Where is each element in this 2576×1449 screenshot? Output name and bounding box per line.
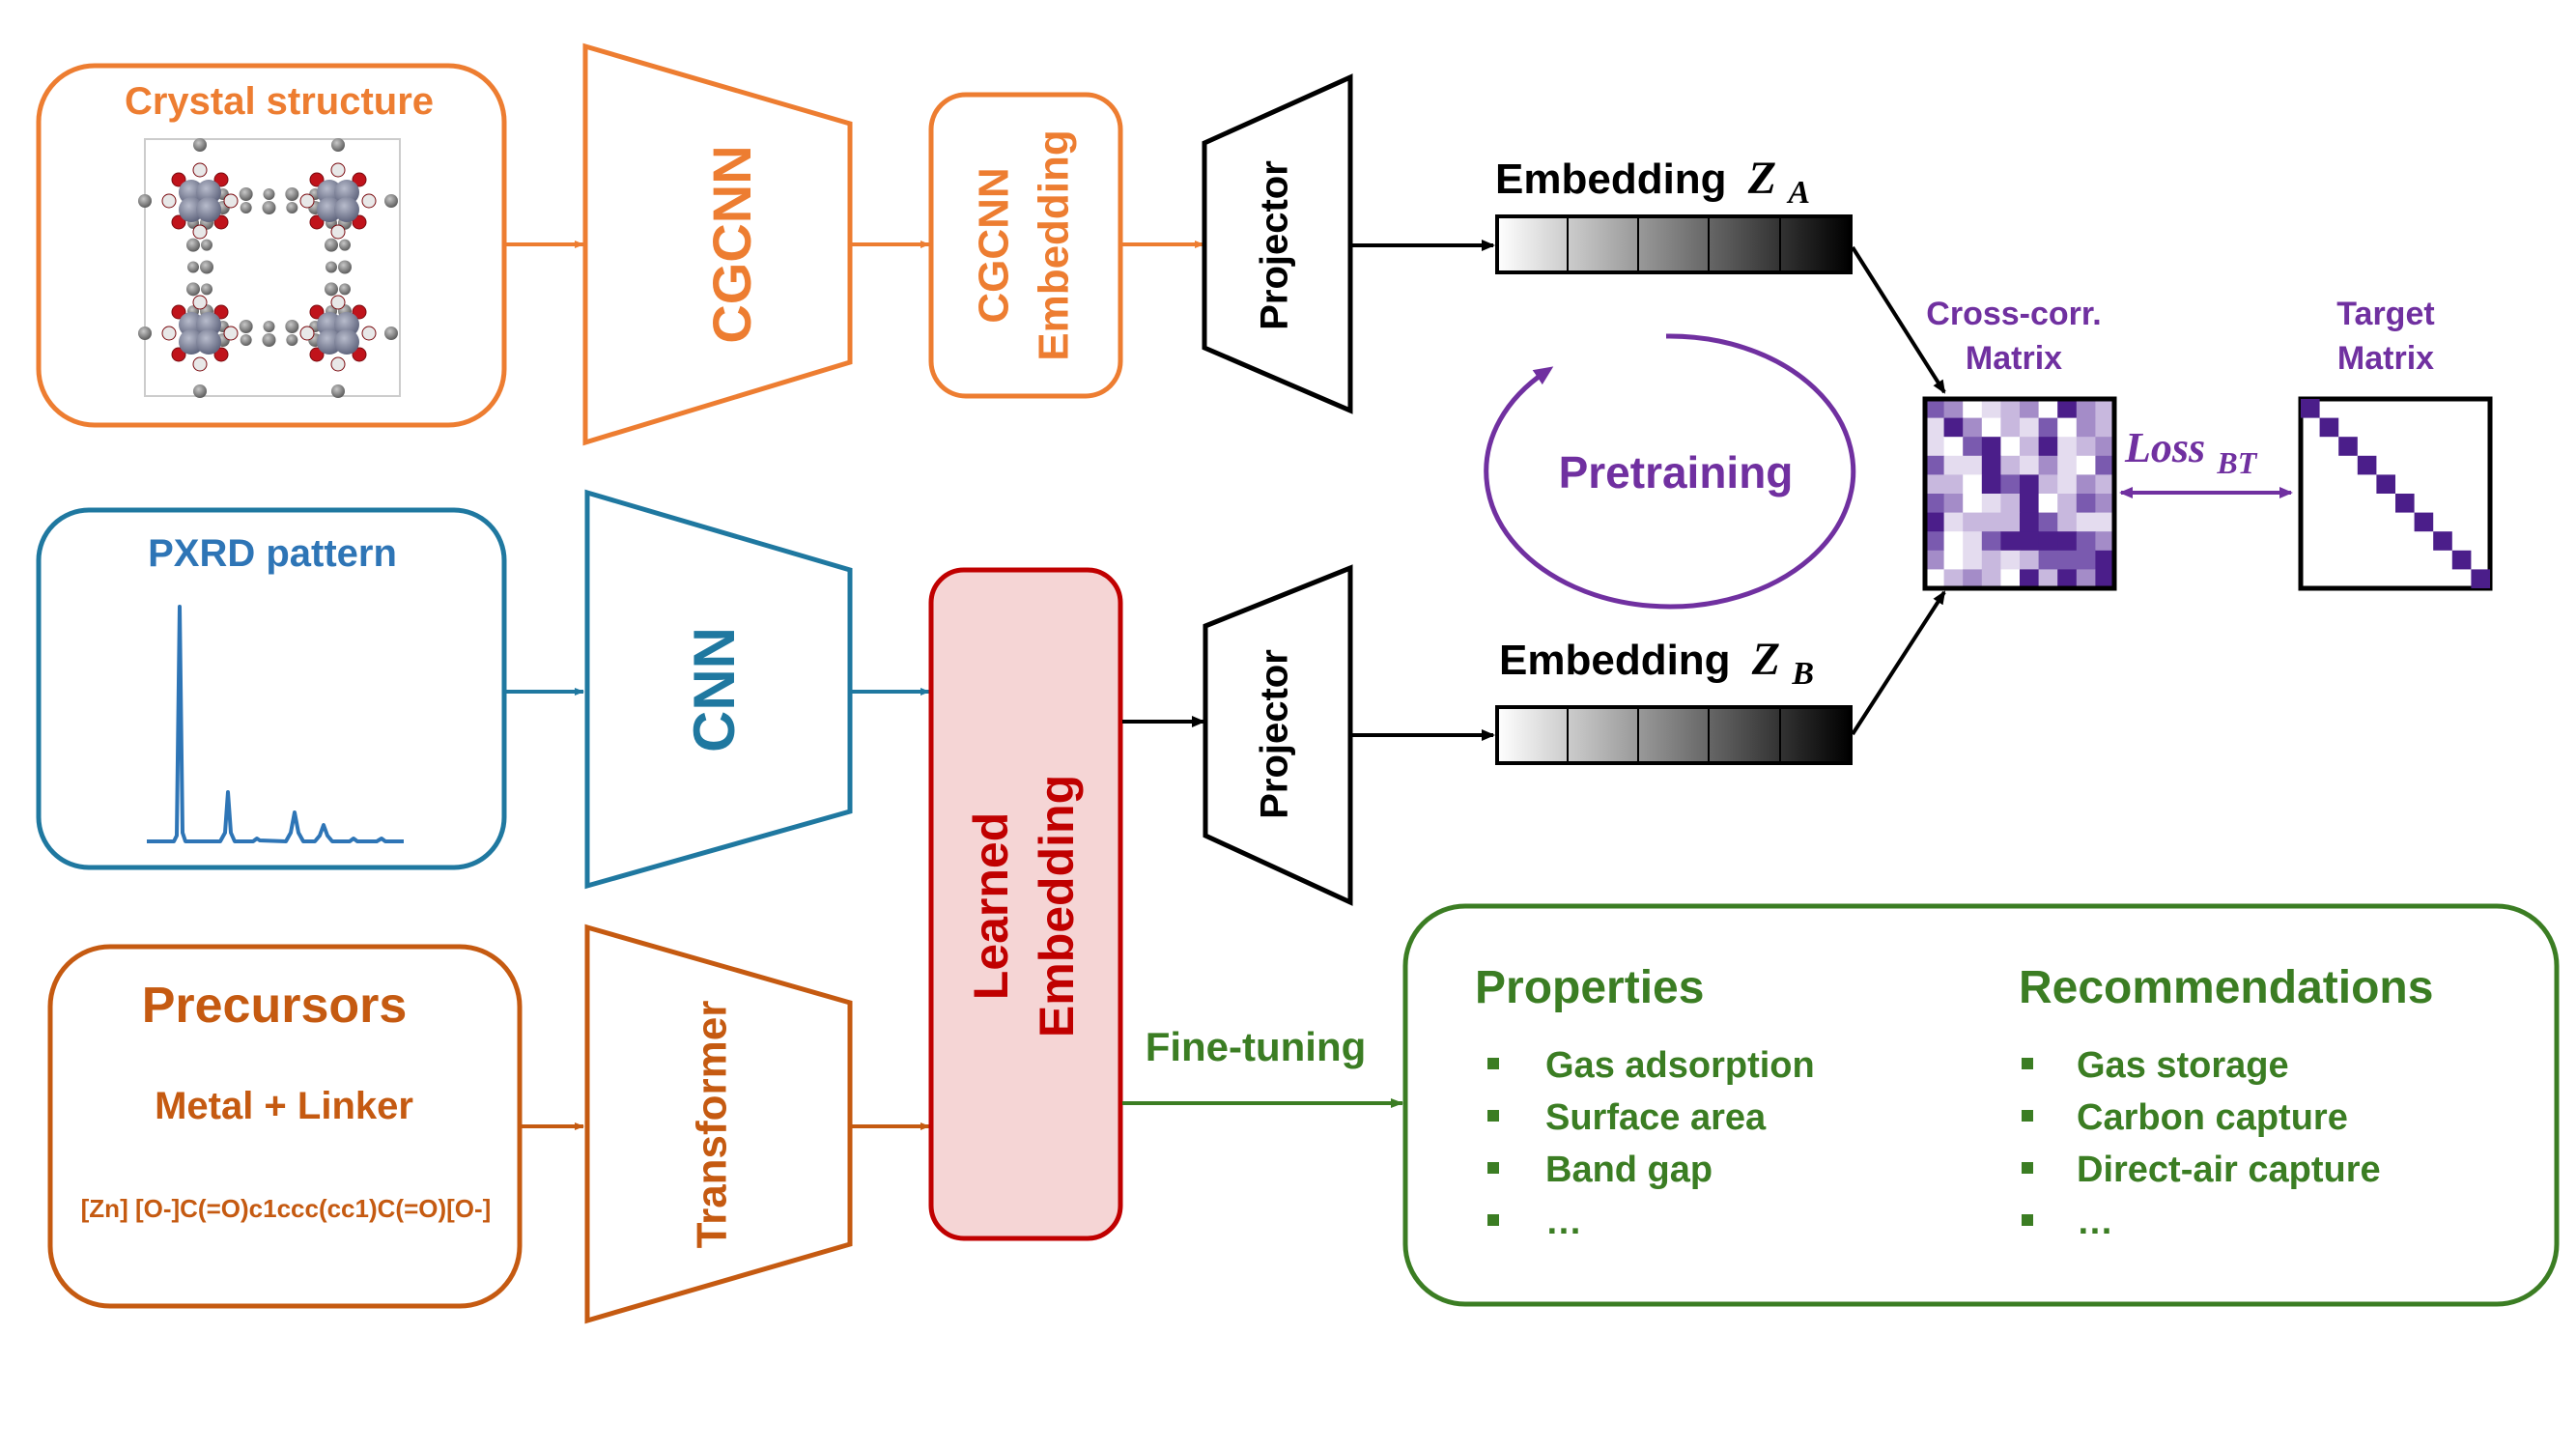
mof-crystal-structure-image xyxy=(138,138,401,398)
recommendation-bullet xyxy=(2022,1162,2033,1174)
projector-bottom-label: Projector xyxy=(1254,649,1296,819)
za-vector xyxy=(1495,214,1853,274)
embedding-za: Embedding Z A xyxy=(1495,153,1853,274)
precursors-box: Precursors Metal + Linker [Zn] [O-]C(=O)… xyxy=(47,944,523,1309)
pxrd-box: PXRD pattern xyxy=(36,507,507,870)
embedding-zb: Embedding Z B xyxy=(1495,634,1853,765)
za-sub: A xyxy=(1786,175,1810,211)
loss-sub: BT xyxy=(2216,445,2257,480)
svg-text:Embedding Z B: Embedding Z B xyxy=(1499,634,1814,692)
learned-embedding-box: Learned Embedding xyxy=(928,567,1123,1241)
projector-top-label: Projector xyxy=(1254,160,1296,330)
property-bullet xyxy=(1487,1214,1499,1226)
projector-bottom: Projector xyxy=(1203,564,1353,906)
transformer-label: Transformer xyxy=(689,1001,736,1249)
loss-var: Loss xyxy=(2124,424,2205,471)
cnn-encoder: CNN xyxy=(584,489,853,890)
pretraining-label: Pretraining xyxy=(1559,447,1794,497)
cgcnn-encoder: CGCNN xyxy=(582,43,853,446)
precursors-title: Precursors xyxy=(142,978,408,1034)
recommendation-item: … xyxy=(2077,1202,2113,1242)
crystal-structure-box: Crystal structure xyxy=(36,63,507,428)
property-bullet xyxy=(1487,1110,1499,1122)
recommendation-bullet xyxy=(2022,1110,2033,1122)
cgcnn-embedding-line1: CGCNN xyxy=(971,167,1018,323)
arrow-za-to-crosscorr xyxy=(1851,245,1946,394)
svg-text:Loss BT: Loss BT xyxy=(2124,424,2258,480)
learned-embedding-line1: Learned xyxy=(964,812,1018,1001)
zb-sub: B xyxy=(1791,656,1814,692)
cross-corr-matrix: Cross-corr. Matrix xyxy=(1922,296,2117,591)
za-var: Z xyxy=(1747,153,1776,204)
projector-top: Projector xyxy=(1202,73,1353,414)
za-label: Embedding xyxy=(1495,156,1727,203)
crystal-structure-title: Crystal structure xyxy=(125,80,434,123)
properties-title: Properties xyxy=(1475,962,1704,1013)
pretraining-cycle: Pretraining xyxy=(1484,333,1856,610)
property-item: Band gap xyxy=(1545,1150,1713,1190)
learned-embedding-line2: Embedding xyxy=(1030,775,1084,1037)
recommendation-item: Carbon capture xyxy=(2077,1097,2348,1138)
loss-bt: Loss BT xyxy=(2119,424,2293,498)
recommendation-bullet xyxy=(2022,1214,2033,1226)
recommendation-bullet xyxy=(2022,1058,2033,1069)
recommendation-item: Direct-air capture xyxy=(2077,1150,2381,1190)
finetune-label: Fine-tuning xyxy=(1146,1024,1367,1069)
property-bullet xyxy=(1487,1162,1499,1174)
precursors-smiles: [Zn] [O-]C(=O)c1ccc(cc1)C(=O)[O-] xyxy=(81,1194,492,1223)
recommendation-item: Gas storage xyxy=(2077,1045,2289,1086)
property-item: Surface area xyxy=(1545,1097,1767,1138)
target-title-line1: Target xyxy=(2336,296,2434,332)
zb-var: Z xyxy=(1751,634,1780,685)
property-bullet xyxy=(1487,1058,1499,1069)
target-matrix: Target Matrix xyxy=(2298,296,2493,591)
precursors-subtitle: Metal + Linker xyxy=(155,1085,413,1127)
transformer-encoder: Transformer xyxy=(584,923,853,1324)
svg-text:Embedding Z A: Embedding Z A xyxy=(1495,153,1810,211)
zb-vector xyxy=(1495,705,1853,765)
property-item: … xyxy=(1545,1202,1582,1242)
cgcnn-embedding-box: CGCNN Embedding xyxy=(928,92,1123,399)
cnn-label: CNN xyxy=(682,627,747,753)
arrow-zb-to-crosscorr xyxy=(1851,590,1946,736)
outputs-box: Properties Recommendations Gas adsorptio… xyxy=(1402,903,2560,1307)
pxrd-spectrum-plot xyxy=(147,605,404,843)
target-title-line2: Matrix xyxy=(2337,340,2434,377)
cgcnn-embedding-line2: Embedding xyxy=(1031,129,1078,361)
crosscorr-title-line2: Matrix xyxy=(1966,340,2062,377)
pxrd-title: PXRD pattern xyxy=(148,532,397,575)
pretraining-arc xyxy=(1484,333,1856,610)
zb-label: Embedding xyxy=(1499,637,1731,684)
recommendations-title: Recommendations xyxy=(2019,962,2433,1013)
cgcnn-label: CGCNN xyxy=(701,145,762,343)
property-item: Gas adsorption xyxy=(1545,1045,1815,1086)
crosscorr-title-line1: Cross-corr. xyxy=(1926,296,2101,332)
